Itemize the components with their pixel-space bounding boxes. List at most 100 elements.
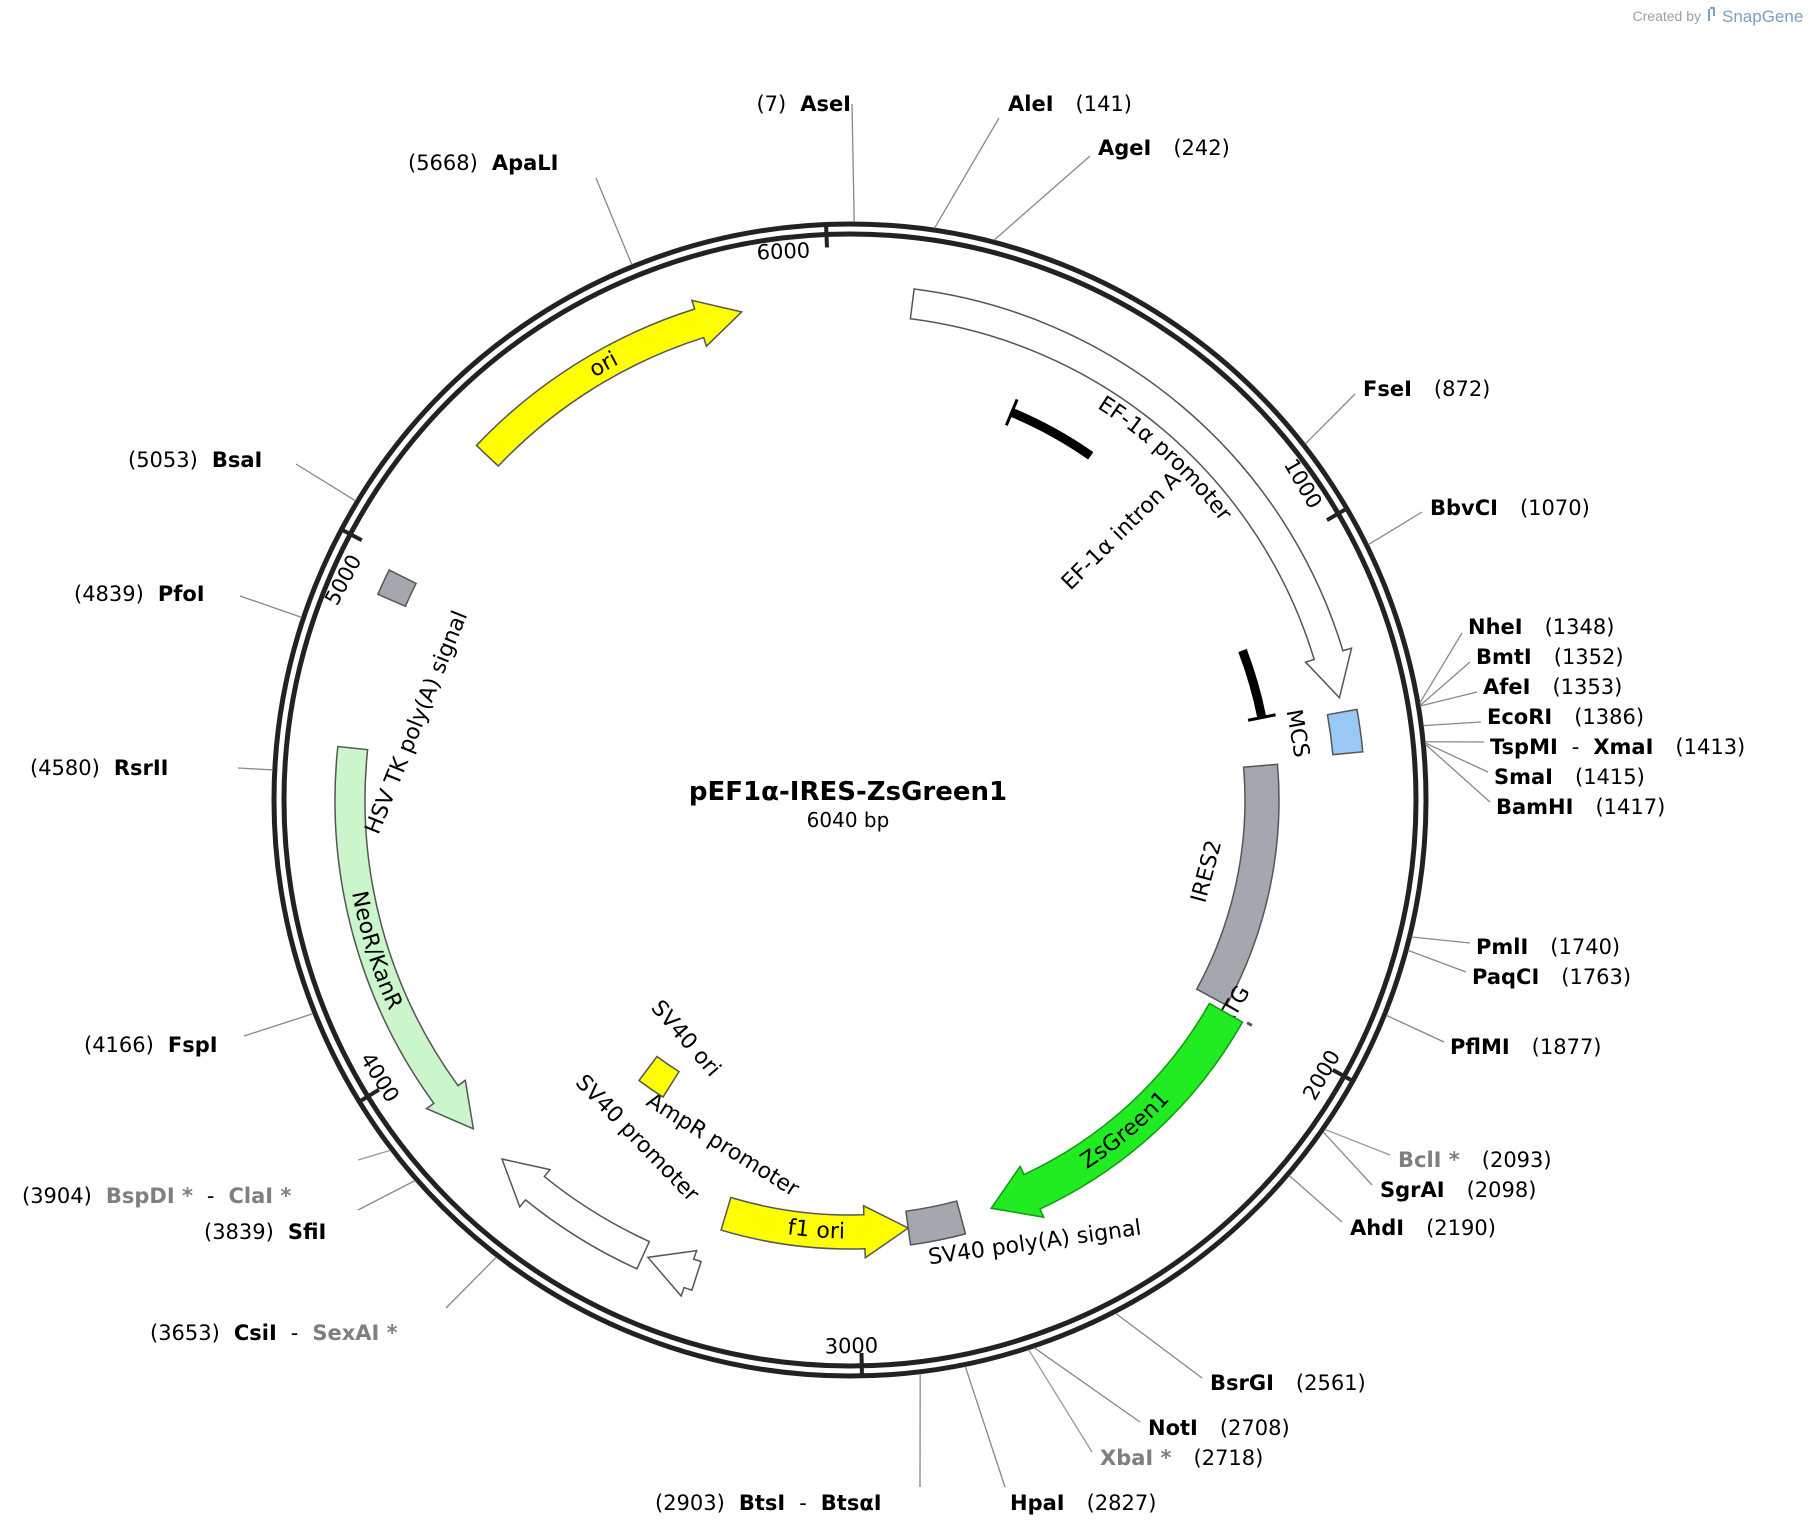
site-5668-part-0: (5668) (408, 151, 478, 175)
site-242[interactable]: AgeI(242) (993, 136, 1230, 241)
site-3653[interactable]: (3653)CsiI-SexAI * (150, 1256, 497, 1345)
site-242-part-1: (242) (1173, 136, 1229, 160)
site-1352-part-0: BmtI (1476, 645, 1532, 669)
site-7-part-1: AseI (800, 92, 851, 116)
site-1352-part-1: (1352) (1554, 645, 1624, 669)
feature-ef1a-promoter[interactable]: EF-1α promoter (909, 288, 1353, 700)
site-1070[interactable]: BbvCI(1070) (1368, 496, 1590, 546)
site-1413-part-2: XmaI (1593, 735, 1653, 759)
feature-ampr-promoter[interactable]: AmpR promoter (642, 1088, 804, 1298)
feature-shape-atg (1246, 1021, 1253, 1027)
site-label-1386: EcoRI(1386) (1487, 705, 1644, 729)
site-1413-part-3: (1413) (1675, 735, 1745, 759)
feature-mcs[interactable]: MCS (1281, 708, 1364, 760)
site-4166[interactable]: (4166)FspI (84, 1013, 314, 1057)
site-1740-part-1: (1740) (1550, 935, 1620, 959)
site-1353-part-0: AfeI (1483, 675, 1530, 699)
feature-zsgreen1[interactable]: ZsGreen1 (989, 1002, 1244, 1219)
site-2903-part-3: BtsαI (821, 1491, 882, 1515)
feature-shape-ef1a-intron-a-end (1238, 648, 1267, 719)
site-label-3904: (3904)BspDI *-ClaI * (22, 1184, 291, 1208)
feature-hsv-tk-polya[interactable]: HSV TK poly(A) signal (361, 569, 473, 838)
site-1386[interactable]: EcoRI(1386) (1423, 705, 1644, 729)
feature-shape-sv40-ori (637, 1055, 681, 1099)
site-1740[interactable]: PmlI(1740) (1411, 935, 1621, 959)
site-3904[interactable]: (3904)BspDI *-ClaI * (22, 1149, 391, 1208)
site-2827[interactable]: HpaI(2827) (964, 1366, 1156, 1515)
site-872-part-0: FseI (1363, 377, 1412, 401)
credit-text: Created by (1633, 8, 1701, 24)
tick-mark-5000 (340, 527, 363, 543)
site-label-1070: BbvCI(1070) (1430, 496, 1590, 520)
site-141[interactable]: AleI(141) (933, 92, 1132, 229)
site-label-141: AleI(141) (1008, 92, 1132, 116)
site-leader-line-4839 (239, 595, 302, 619)
site-label-4166: (4166)FspI (84, 1033, 218, 1057)
site-5668[interactable]: (5668)ApaLI (408, 151, 633, 265)
feature-f1-ori[interactable]: f1 ori (720, 1196, 910, 1260)
site-label-4839: (4839)PfoI (74, 582, 205, 606)
snapgene-credit[interactable]: Created by SnapGene (1633, 7, 1804, 26)
site-1413-part-1: - (1572, 735, 1580, 759)
site-1763[interactable]: PaqCI(1763) (1407, 949, 1631, 989)
site-label-2708: NotI(2708) (1148, 1416, 1290, 1440)
site-3839-part-1: SfiI (288, 1220, 327, 1244)
feature-ires2[interactable]: IRES2 (1187, 763, 1280, 1007)
site-1353[interactable]: AfeI(1353) (1420, 675, 1622, 707)
site-872[interactable]: FseI(872) (1304, 377, 1490, 445)
backbone (271, 221, 1429, 1379)
feature-shape-ires2 (1195, 763, 1280, 1007)
site-leader-line-2718 (1028, 1349, 1093, 1453)
site-1877[interactable]: PflMI(1877) (1386, 1014, 1602, 1059)
site-1386-part-0: EcoRI (1487, 705, 1552, 729)
site-1352[interactable]: BmtI (1352) (1419, 645, 1624, 706)
feature-shape-hsv-tk-polya (376, 569, 418, 608)
site-leader-line-4580 (237, 767, 273, 771)
site-label-1740: PmlI(1740) (1476, 935, 1620, 959)
feature-sv40-ori[interactable]: SV40 ori (637, 996, 725, 1099)
site-2093-part-1: (2093) (1482, 1148, 1552, 1172)
site-1415[interactable]: SmaI(1415) (1424, 742, 1645, 789)
site-3653-part-1: CsiI (234, 1321, 277, 1345)
site-2098[interactable]: SgrAI(2098) (1322, 1131, 1536, 1202)
site-4839[interactable]: (4839)PfoI (74, 582, 302, 619)
feature-label-zsgreen1: ZsGreen1 (1076, 1087, 1174, 1175)
site-2903[interactable]: (2903)BtsI-BtsαI (655, 1373, 921, 1515)
site-4580-part-1: RsrII (114, 756, 169, 780)
site-1413[interactable]: TspMI-XmaI(1413) (1425, 735, 1745, 759)
feature-shape-mcs (1326, 708, 1364, 756)
feature-ori[interactable]: ori (475, 299, 744, 468)
site-4580[interactable]: (4580) RsrII (30, 756, 273, 780)
site-leader-line-7 (851, 103, 855, 223)
feature-label-mcs: MCS (1281, 708, 1314, 760)
site-label-1417: BamHI(1417) (1496, 795, 1665, 819)
site-1348[interactable]: NheI(1348) (1419, 615, 1615, 704)
site-leader-line-2708 (1033, 1347, 1141, 1423)
site-5053[interactable]: (5053)BsaI (128, 448, 356, 502)
site-2098-part-0: SgrAI (1380, 1178, 1445, 1202)
site-2190[interactable]: AhdI(2190) (1288, 1175, 1496, 1240)
site-4839-part-0: (4839) (74, 582, 144, 606)
site-label-1413: TspMI-XmaI(1413) (1490, 735, 1745, 759)
site-2093-part-0: BclI * (1398, 1148, 1460, 1172)
site-label-1763: PaqCI(1763) (1472, 965, 1631, 989)
site-2718[interactable]: XbaI *(2718) (1028, 1349, 1264, 1470)
site-leader-line-3839 (357, 1180, 416, 1211)
snapgene-logo-icon (1708, 7, 1715, 21)
site-1417[interactable]: BamHI(1417) (1424, 743, 1665, 819)
feature-label-sv40-promoter: SV40 promoter (570, 1070, 704, 1208)
feature-shape-f1-ori (720, 1196, 910, 1260)
feature-ef1a-intron-a[interactable]: EF-1α intron A (1004, 398, 1276, 722)
site-2903-part-1: BtsI (739, 1491, 785, 1515)
site-2093[interactable]: BclI * (2093) (1324, 1128, 1552, 1172)
site-leader-line-3904 (357, 1149, 391, 1161)
feature-shape-ori (475, 299, 744, 468)
site-7[interactable]: (7)AseI (756, 92, 855, 223)
site-1415-part-0: SmaI (1494, 765, 1553, 789)
site-leader-line-1353 (1420, 691, 1478, 707)
site-2561[interactable]: BsrGI(2561) (1115, 1312, 1366, 1395)
site-2708[interactable]: NotI(2708) (1033, 1347, 1290, 1440)
tick-label-3000: 3000 (824, 1333, 878, 1358)
site-3839[interactable]: (3839)SfiI (204, 1180, 416, 1244)
site-4580-part-0: (4580) (30, 756, 100, 780)
